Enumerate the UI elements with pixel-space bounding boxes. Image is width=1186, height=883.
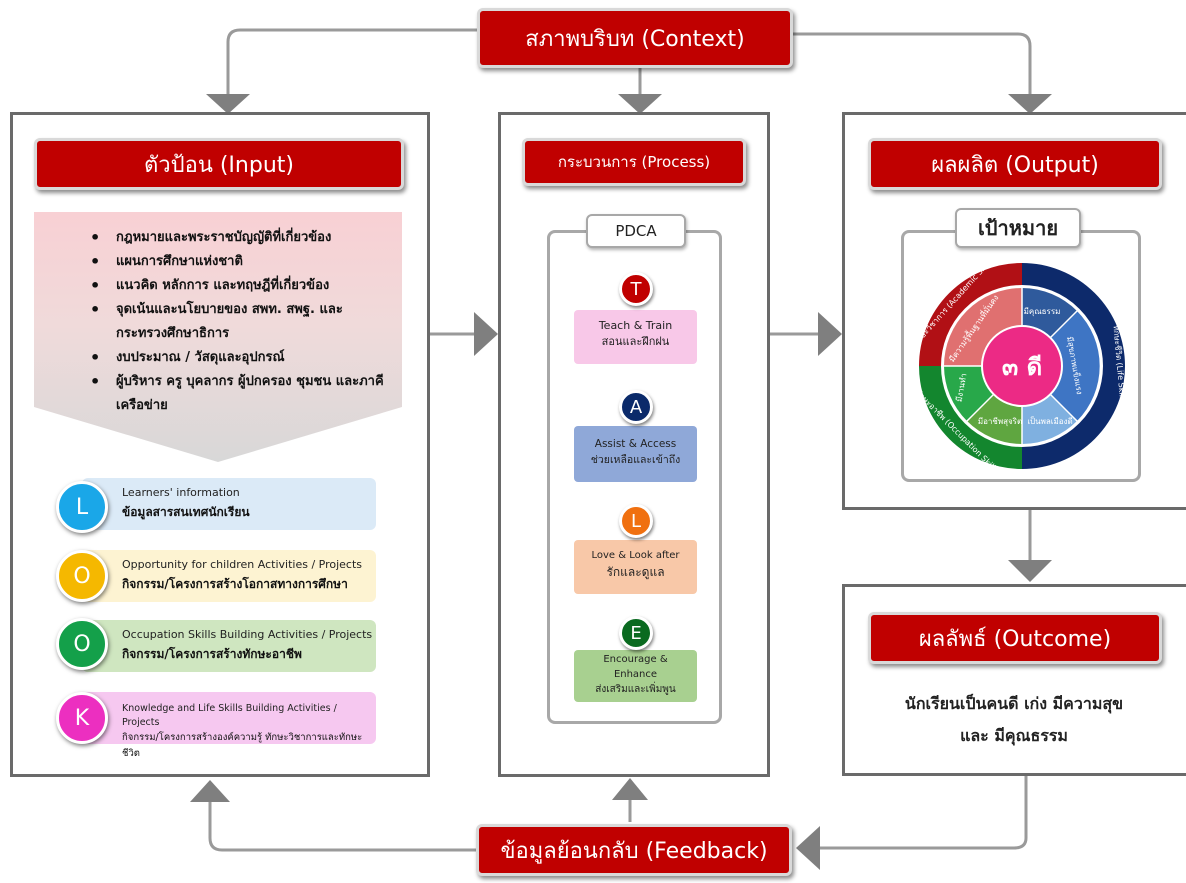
input-item: แนวคิด หลักการ และทฤษฎีที่เกี่ยวข้อง [34,274,402,298]
goal-center [981,325,1063,407]
process-step-en: Assist & Access [594,438,677,450]
look-row-th: ข้อมูลสารสนเทศนักเรียน [122,505,250,519]
inner-moral [1022,288,1077,338]
input-item: งบประมาณ / วัสดุและอุปกรณ์ [34,346,402,370]
input-factors-box: กฎหมายและพระราชบัญญัติที่เกี่ยวข้อง แผนก… [34,212,402,462]
look-letter-o: O [56,618,108,670]
outcome-line-1: นักเรียนเป็นคนดี เก่ง มีความสุข [904,694,1124,713]
input-item: ผู้บริหาร ครู บุคลากร ผู้ปกครอง ชุมชน แล… [34,370,402,418]
goal-label: เป้าหมาย [955,208,1081,248]
pdca-label: PDCA [586,214,686,248]
process-step-love: Love & Look after รักและดูแล [574,540,697,594]
look-row-knowledge: Knowledge and Life Skills Building Activ… [82,692,376,759]
process-title: กระบวนการ (Process) [522,138,746,186]
look-letter-o: O [56,550,108,602]
process-step-en: Encourage & Enhance [603,654,668,680]
process-step-teach: Teach & Train สอนและฝึกฝน [574,310,697,364]
look-row-th: กิจกรรม/โครงการสร้างโอกาสทางการศึกษา [122,577,348,591]
look-row-opportunity: Opportunity for children Activities / Pr… [82,550,376,602]
context-label: สภาพบริบท (Context) [477,8,793,68]
inner-employed [944,366,994,421]
look-row-th: กิจกรรม/โครงการสร้างองค์ความรู้ ทักษะวิช… [122,732,363,759]
occupation-skills-ring [918,366,1022,470]
process-step-th: รักและดูแล [606,565,665,579]
process-step-th: สอนและฝึกฝน [601,335,670,348]
outcome-line-2: และ มีคุณธรรม [960,726,1068,745]
output-title: ผลผลิต (Output) [868,138,1162,190]
process-step-th: ส่งเสริมและเพิ่มพูน [595,684,676,695]
look-row-en: Occupation Skills Building Activities / … [122,628,373,641]
academic-skills-ring [918,262,1022,366]
input-item: จุดเน้นและนโยบายของ สพท. สพฐ. และ กระทรว… [34,298,402,346]
inner-label: เป็นพลเมืองดี [1027,416,1072,426]
process-step-assist: Assist & Access ช่วยเหลือและเข้าถึง [574,426,697,482]
life-skills-ring [1022,262,1126,470]
process-letter-e: E [619,616,653,650]
input-item: แผนการศึกษาแห่งชาติ [34,250,402,274]
inner-label: มีอาชีพสุจริต [978,417,1022,426]
inner-health [1050,311,1100,421]
goal-wheel: ๓ ดี มีคุณธรรม มีสุขภาพแข็งแรง เป็นพลเมื… [912,260,1128,472]
feedback-label: ข้อมูลย้อนกลับ (Feedback) [476,824,792,876]
look-row-en: Opportunity for children Activities / Pr… [122,558,363,571]
process-step-encourage: Encourage & Enhance ส่งเสริมและเพิ่มพูน [574,650,697,702]
inner-knowledge [944,288,1022,366]
inner-label: มีคุณธรรม [1024,307,1061,316]
look-row-en: Learners' information [122,486,240,499]
input-item: กฎหมายและพระราชบัญญัติที่เกี่ยวข้อง [34,226,402,250]
process-step-en: Love & Look after [591,550,680,561]
process-letter-t: T [619,272,653,306]
look-row-occupation: Occupation Skills Building Activities / … [82,620,376,672]
process-letter-l: L [619,504,653,538]
process-step-th: ช่วยเหลือและเข้าถึง [590,454,681,466]
outcome-text: นักเรียนเป็นคนดี เก่ง มีความสุข และ มีคุ… [852,688,1176,752]
outcome-title: ผลลัพธ์ (Outcome) [868,612,1162,664]
look-letter-k: K [56,692,108,744]
input-title: ตัวป้อน (Input) [34,138,404,190]
process-step-en: Teach & Train [598,319,673,332]
inner-citizen [1022,394,1077,444]
inner-honest-job [967,394,1022,444]
look-letter-l: L [56,481,108,533]
look-row-learners: Learners' information ข้อมูลสารสนเทศนักเ… [82,478,376,530]
goal-center-text: ๓ ดี [1002,353,1042,381]
process-letter-a: A [619,390,653,424]
look-row-en: Knowledge and Life Skills Building Activ… [122,703,337,728]
look-row-th: กิจกรรม/โครงการสร้างทักษะอาชีพ [122,647,302,661]
